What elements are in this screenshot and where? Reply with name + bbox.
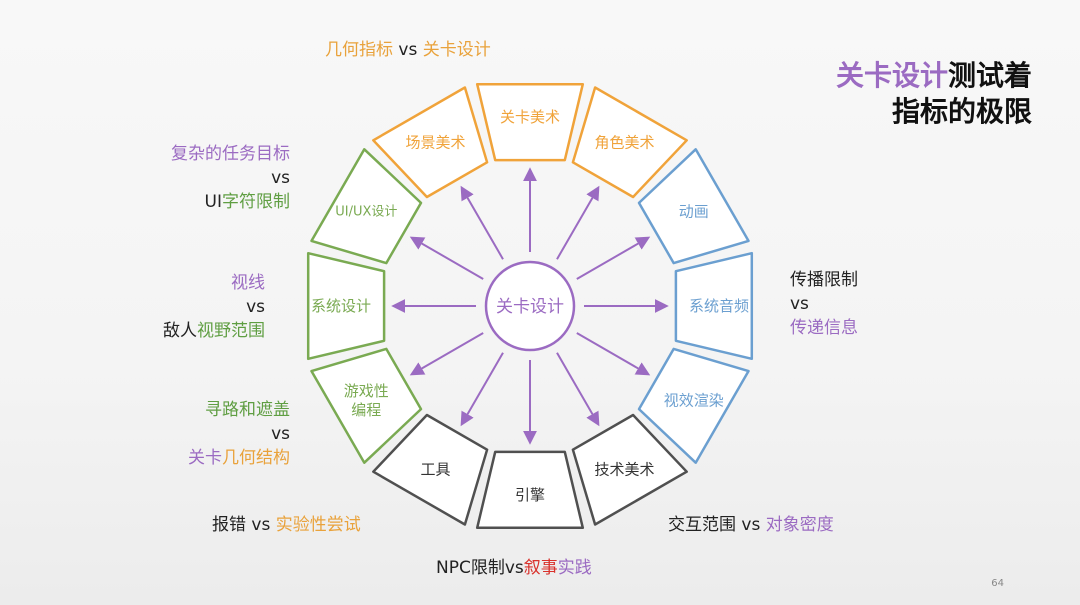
note-bottom: NPC限制vs叙事实践 xyxy=(436,558,592,578)
segment-7 xyxy=(372,413,489,526)
segment-label-4: 视效渲染 xyxy=(664,391,724,409)
segment-4 xyxy=(637,347,750,464)
arrow-1 xyxy=(556,185,600,260)
segment-label-9: 系统设计 xyxy=(311,297,371,315)
center-circle xyxy=(484,260,576,352)
segment-8 xyxy=(310,347,423,464)
title-rest: 测试着 xyxy=(947,59,1032,92)
note-right: 传播限制 vs 传递信息 xyxy=(790,270,858,338)
segment-label-5: 技术美术 xyxy=(594,460,654,478)
segment-label-7: 工具 xyxy=(420,460,450,478)
arrow-8 xyxy=(409,332,484,376)
segment-11 xyxy=(372,86,489,199)
note-bottom-right: 交互范围 vs 对象密度 xyxy=(668,515,834,535)
note-lower-left: 寻路和遮盖 vs 关卡几何结构 xyxy=(188,400,290,468)
segment-10 xyxy=(310,148,423,265)
segment-label-3: 系统音频 xyxy=(689,297,749,315)
segment-9 xyxy=(306,251,386,361)
segment-label-1: 角色美术 xyxy=(594,133,654,151)
segment-1 xyxy=(571,86,688,199)
segment-label-10: UI/UX设计 xyxy=(335,204,397,219)
arrow-4 xyxy=(576,332,651,376)
arrow-2 xyxy=(576,236,651,280)
segment-label-6: 引擎 xyxy=(515,486,545,504)
segment-2 xyxy=(637,148,750,265)
center-label: 关卡设计 xyxy=(496,297,564,317)
note-top: 几何指标 vs 关卡设计 xyxy=(325,40,491,60)
segment-6 xyxy=(475,450,585,530)
title-highlight: 关卡设计 xyxy=(835,59,948,92)
note-bottom-left: 报错 vs 实验性尝试 xyxy=(212,515,361,535)
segment-label-0: 关卡美术 xyxy=(500,108,560,126)
segment-label-11: 场景美术 xyxy=(405,133,465,151)
arrow-10 xyxy=(409,236,484,280)
segment-label-8: 游戏性编程 xyxy=(344,382,389,419)
note-upper-left: 复杂的任务目标 vs UI字符限制 xyxy=(171,144,290,212)
title-line2: 指标的极限 xyxy=(891,95,1032,128)
slide-title: 关卡设计测试着 指标的极限 xyxy=(836,58,1032,130)
segment-0 xyxy=(475,82,585,162)
arrow-5 xyxy=(556,352,600,427)
arrow-7 xyxy=(460,352,504,427)
arrow-11 xyxy=(460,185,504,260)
segment-5 xyxy=(571,413,688,526)
segment-3 xyxy=(674,251,754,361)
note-mid-left: 视线 vs 敌人视野范围 xyxy=(163,273,265,341)
segment-label-2: 动画 xyxy=(679,202,709,220)
page-number: 64 xyxy=(991,578,1004,589)
